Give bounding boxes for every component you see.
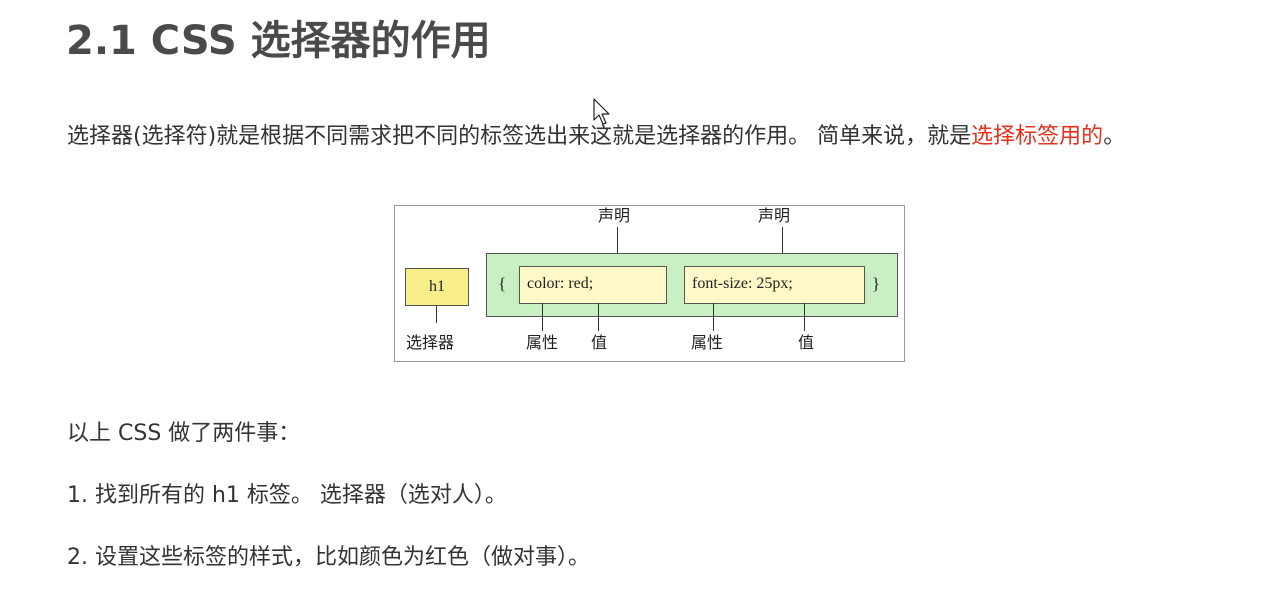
page-title: 2.1 CSS 选择器的作用 [66,18,491,64]
property-label-2: 属性 [691,333,724,352]
property-connector-1 [542,303,543,331]
declaration-label-2: 声明 [758,206,791,225]
point-1: 1. 找到所有的 h1 标签。 选择器（选对人）。 [67,483,507,508]
summary-text: 以上 CSS 做了两件事： [67,421,301,446]
mouse-cursor-icon [593,98,610,125]
intro-suffix: 。 [1103,124,1126,149]
intro-text: 选择器(选择符)就是根据不同需求把不同的标签选出来这就是选择器的作用。 简单来说… [67,124,972,149]
value-label-1: 值 [591,333,608,352]
value-label-2: 值 [798,333,815,352]
value-connector-1 [598,303,599,331]
selector-connector [436,306,437,323]
css-syntax-diagram: 声明 声明 h1 选择器 { color: red; font-size: 25… [394,205,905,362]
selector-label: 选择器 [406,333,455,352]
declaration-connector-2 [782,227,783,265]
declaration-block: { color: red; font-size: 25px; } [486,253,898,317]
declaration-label-1: 声明 [598,206,631,225]
property-connector-2 [713,303,714,331]
declaration-font-size: font-size: 25px; [684,266,865,304]
property-label-1: 属性 [526,333,559,352]
declaration-color: color: red; [519,266,667,304]
value-connector-2 [804,303,805,331]
close-brace: } [872,274,881,293]
declaration-connector-1 [617,227,618,265]
selector-box: h1 [405,268,469,306]
open-brace: { [498,274,507,293]
intro-highlight: 选择标签用的 [971,124,1104,149]
point-2: 2. 设置这些标签的样式，比如颜色为红色（做对事）。 [67,545,590,570]
intro-paragraph: 选择器(选择符)就是根据不同需求把不同的标签选出来这就是选择器的作用。 简单来说… [67,122,1125,152]
